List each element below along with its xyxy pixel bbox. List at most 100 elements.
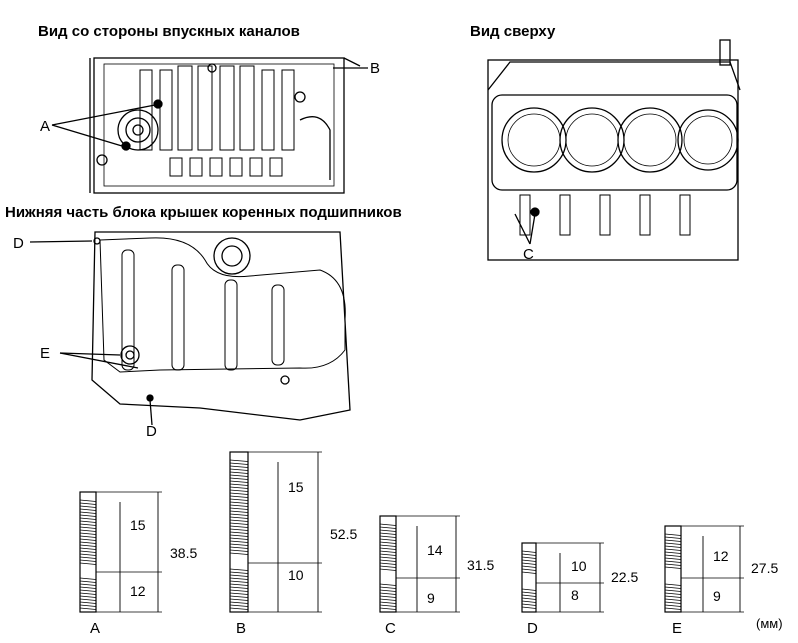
bolt-a-top-length: 15 xyxy=(130,517,146,533)
bolt-a-thread xyxy=(79,538,97,541)
top-view xyxy=(487,39,741,261)
bolt-d-thread xyxy=(521,568,537,571)
bolt-c-thread xyxy=(379,586,397,589)
bolt-e-thread xyxy=(664,539,682,542)
bolt-d-body xyxy=(521,542,537,613)
bolt-c-thread xyxy=(379,583,397,586)
bolt-e-thread xyxy=(664,557,682,560)
bolt-e-thread xyxy=(664,589,682,592)
bolt-e-label: E xyxy=(672,620,683,637)
bolt-a-thread xyxy=(79,529,97,532)
bolt-c-thread xyxy=(379,523,397,526)
bolt-b-thread xyxy=(229,498,249,501)
bolt-b-thread xyxy=(229,546,249,549)
bolt-d-thread xyxy=(521,571,537,574)
bolt-a-thread xyxy=(79,541,97,544)
bolt-b-thread xyxy=(229,483,249,486)
unit-label: (мм) xyxy=(756,616,783,631)
bolt-c-thread xyxy=(379,547,397,550)
bolt-a-total-length: 38.5 xyxy=(170,545,198,561)
bolt-e-thread xyxy=(664,548,682,551)
bolt-c-thread xyxy=(379,604,397,607)
bolt-e-thread xyxy=(664,536,682,539)
bolt-b-thread xyxy=(229,519,249,522)
bolt-c-thread xyxy=(379,532,397,535)
bolt-a-thread xyxy=(79,556,97,559)
bolt-c-thread xyxy=(379,550,397,553)
bolt-c-thread xyxy=(379,541,397,544)
bolt-b-thread xyxy=(229,504,249,507)
bolt-b-thread xyxy=(229,586,249,589)
bolt-a-thread xyxy=(79,577,97,580)
callout-a: A xyxy=(40,118,51,135)
bolt-e-thread xyxy=(664,592,682,595)
bolt-b-thread xyxy=(229,486,249,489)
bolt-b-thread xyxy=(229,471,249,474)
bolt-d-total-length: 22.5 xyxy=(611,569,639,585)
bolt-b-thread xyxy=(229,516,249,519)
bolt-e-thread xyxy=(664,542,682,545)
bolt-b-thread xyxy=(229,468,249,471)
bolt-a-thread xyxy=(79,595,97,598)
callout-d-upper: D xyxy=(13,235,24,252)
bolt-a-thread xyxy=(79,592,97,595)
bolt-d-thread xyxy=(521,553,537,556)
bolt-e-thread xyxy=(664,595,682,598)
bolt-c-thread xyxy=(379,556,397,559)
intake-view-title: Вид со стороны впускных каналов xyxy=(38,23,300,40)
bolt-e-thread xyxy=(664,563,682,566)
bolt-c-thread xyxy=(379,607,397,610)
bolt-c-total-length: 31.5 xyxy=(467,557,495,573)
bolt-d-label: D xyxy=(527,620,538,637)
bolt-e-total-length: 27.5 xyxy=(751,560,779,576)
callout-d-lower: D xyxy=(146,423,157,440)
bolt-e-thread xyxy=(664,566,682,569)
bolt-a-thread xyxy=(79,505,97,508)
bolt-d-thread xyxy=(521,600,537,603)
bolt-c-body xyxy=(379,515,397,613)
bolt-b-thread xyxy=(229,537,249,540)
bolt-b-thread xyxy=(229,604,249,607)
bolt-d-thread xyxy=(521,594,537,597)
bolt-e-thread xyxy=(664,601,682,604)
bolt-c-thread xyxy=(379,601,397,604)
bolt-b-thread xyxy=(229,507,249,510)
bolt-a-thread xyxy=(79,547,97,550)
bolt-c-thread xyxy=(379,538,397,541)
bolt-dimension-chart xyxy=(79,451,744,613)
bolt-c-thread xyxy=(379,544,397,547)
bolt-c-thread xyxy=(379,559,397,562)
bolt-b-thread xyxy=(229,474,249,477)
bolt-a-thread xyxy=(79,550,97,553)
bolt-c-label: C xyxy=(385,620,396,637)
callout-b: B xyxy=(370,60,381,77)
bottom-view-title: Нижняя часть блока крышек коренных подши… xyxy=(5,204,402,221)
bolt-a-thread xyxy=(79,607,97,610)
bolt-e-thread xyxy=(664,560,682,563)
bolt-b-thread xyxy=(229,510,249,513)
bolt-b-thread xyxy=(229,513,249,516)
bolt-c-thread xyxy=(379,529,397,532)
bolt-d-thread xyxy=(521,591,537,594)
bolt-d-thread xyxy=(521,603,537,606)
bolt-b-thread xyxy=(229,552,249,555)
bolt-e-thread xyxy=(664,554,682,557)
bolt-b-thread xyxy=(229,531,249,534)
bolt-b-thread xyxy=(229,495,249,498)
bolt-a-thread xyxy=(79,580,97,583)
bolt-b-thread xyxy=(229,601,249,604)
bolt-c-thread xyxy=(379,568,397,571)
bolt-b-thread xyxy=(229,477,249,480)
bolt-d-thread xyxy=(521,559,537,562)
bolt-a-thread xyxy=(79,535,97,538)
bolt-e-body xyxy=(664,525,682,613)
bolt-e-thread xyxy=(664,533,682,536)
bolt-d-thread xyxy=(521,550,537,553)
bolt-a-thread xyxy=(79,520,97,523)
bolt-b-thread xyxy=(229,522,249,525)
bolt-c-thread xyxy=(379,598,397,601)
intake-side-view xyxy=(51,57,368,194)
bolt-b-thread xyxy=(229,459,249,462)
bolt-b-label: B xyxy=(236,620,247,637)
bolt-c-thread xyxy=(379,565,397,568)
